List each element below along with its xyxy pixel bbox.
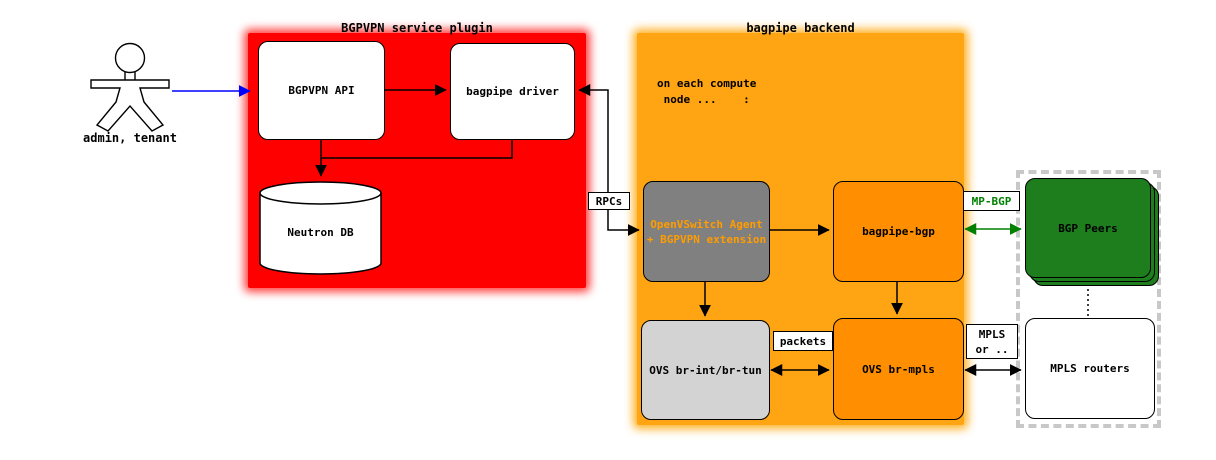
node-bagpipe-bgp: bagpipe-bgp (833, 181, 964, 282)
node-bgp-peers: BGP Peers (1025, 178, 1151, 278)
label-mp-bgp: MP-BGP (963, 191, 1020, 211)
node-ovs-br-mpls: OVS br-mpls (833, 318, 964, 420)
person-icon (88, 42, 172, 134)
node-openvswitch-agent: OpenVSwitch Agent + BGPVPN extension (643, 181, 770, 282)
node-neutron-db-label: Neutron DB (287, 226, 354, 239)
node-bgp-peers-stack: BGP Peers (1025, 178, 1161, 288)
node-bagpipe-driver: bagpipe driver (450, 43, 575, 140)
node-bgpvpn-api: BGPVPN API (258, 41, 385, 140)
neutron-db-cylinder: Neutron DB (258, 180, 383, 276)
actor-label: admin, tenant (83, 131, 177, 145)
external-network-dashed-boundary (1016, 170, 1161, 428)
service-plugin-title: BGPVPN service plugin (341, 21, 493, 35)
label-packets: packets (773, 331, 833, 351)
compute-node-note: on each compute node ... : (657, 77, 757, 106)
node-mpls-routers: MPLS routers (1025, 318, 1155, 419)
backend-title: bagpipe backend (746, 21, 855, 35)
label-rpcs: RPCs (588, 192, 630, 210)
node-ovs-br-int: OVS br-int/br-tun (641, 320, 770, 420)
label-mpls-or: MPLS or .. (966, 324, 1018, 359)
